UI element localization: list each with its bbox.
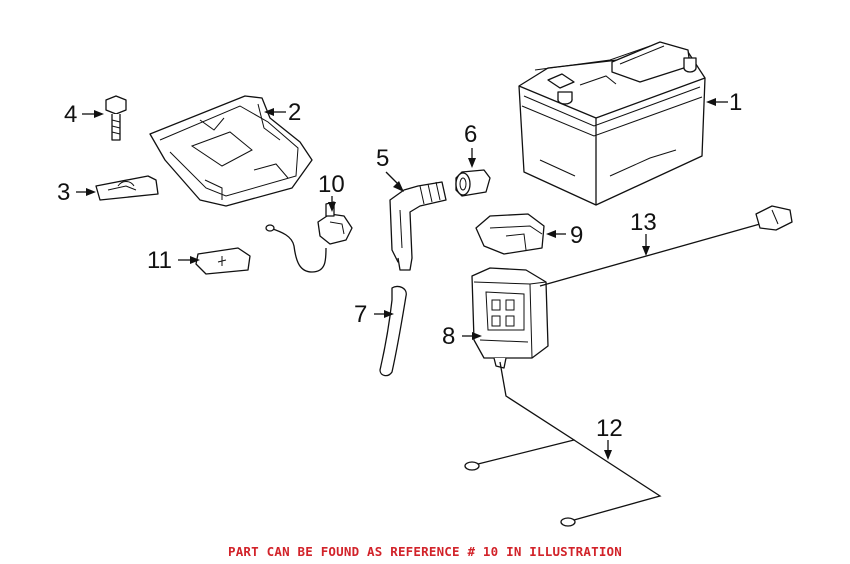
callout-10: 10 bbox=[318, 171, 345, 198]
vent-hose-part bbox=[379, 285, 407, 377]
grommet-part bbox=[455, 169, 491, 197]
battery-tray-part bbox=[149, 95, 313, 207]
bracket-part bbox=[195, 247, 251, 275]
reference-note: PART CAN BE FOUND AS REFERENCE # 10 IN I… bbox=[227, 544, 622, 559]
ground-cable-part bbox=[265, 201, 353, 273]
positive-cable-part bbox=[539, 205, 793, 287]
fuse-box-part bbox=[471, 267, 549, 369]
bolt-part bbox=[105, 95, 127, 141]
callout-9: 9 bbox=[570, 222, 583, 249]
callout-4: 4 bbox=[64, 101, 77, 128]
callout-2: 2 bbox=[288, 99, 301, 126]
callout-3: 3 bbox=[57, 179, 70, 206]
callout-6: 6 bbox=[464, 121, 477, 148]
callout-1: 1 bbox=[729, 89, 742, 116]
callout-13: 13 bbox=[630, 209, 657, 236]
hold-down-clamp-part bbox=[95, 175, 159, 201]
callout-12: 12 bbox=[596, 415, 623, 442]
callout-8: 8 bbox=[442, 323, 455, 350]
callout-11: 11 bbox=[147, 247, 172, 274]
callout-5: 5 bbox=[376, 145, 389, 172]
leader-lines bbox=[76, 98, 728, 460]
battery-part bbox=[518, 41, 706, 206]
wiring-harness-part bbox=[464, 361, 662, 527]
vent-elbow-part bbox=[389, 181, 447, 271]
callout-7: 7 bbox=[354, 301, 367, 328]
fuse-box-cover-part bbox=[475, 213, 545, 255]
